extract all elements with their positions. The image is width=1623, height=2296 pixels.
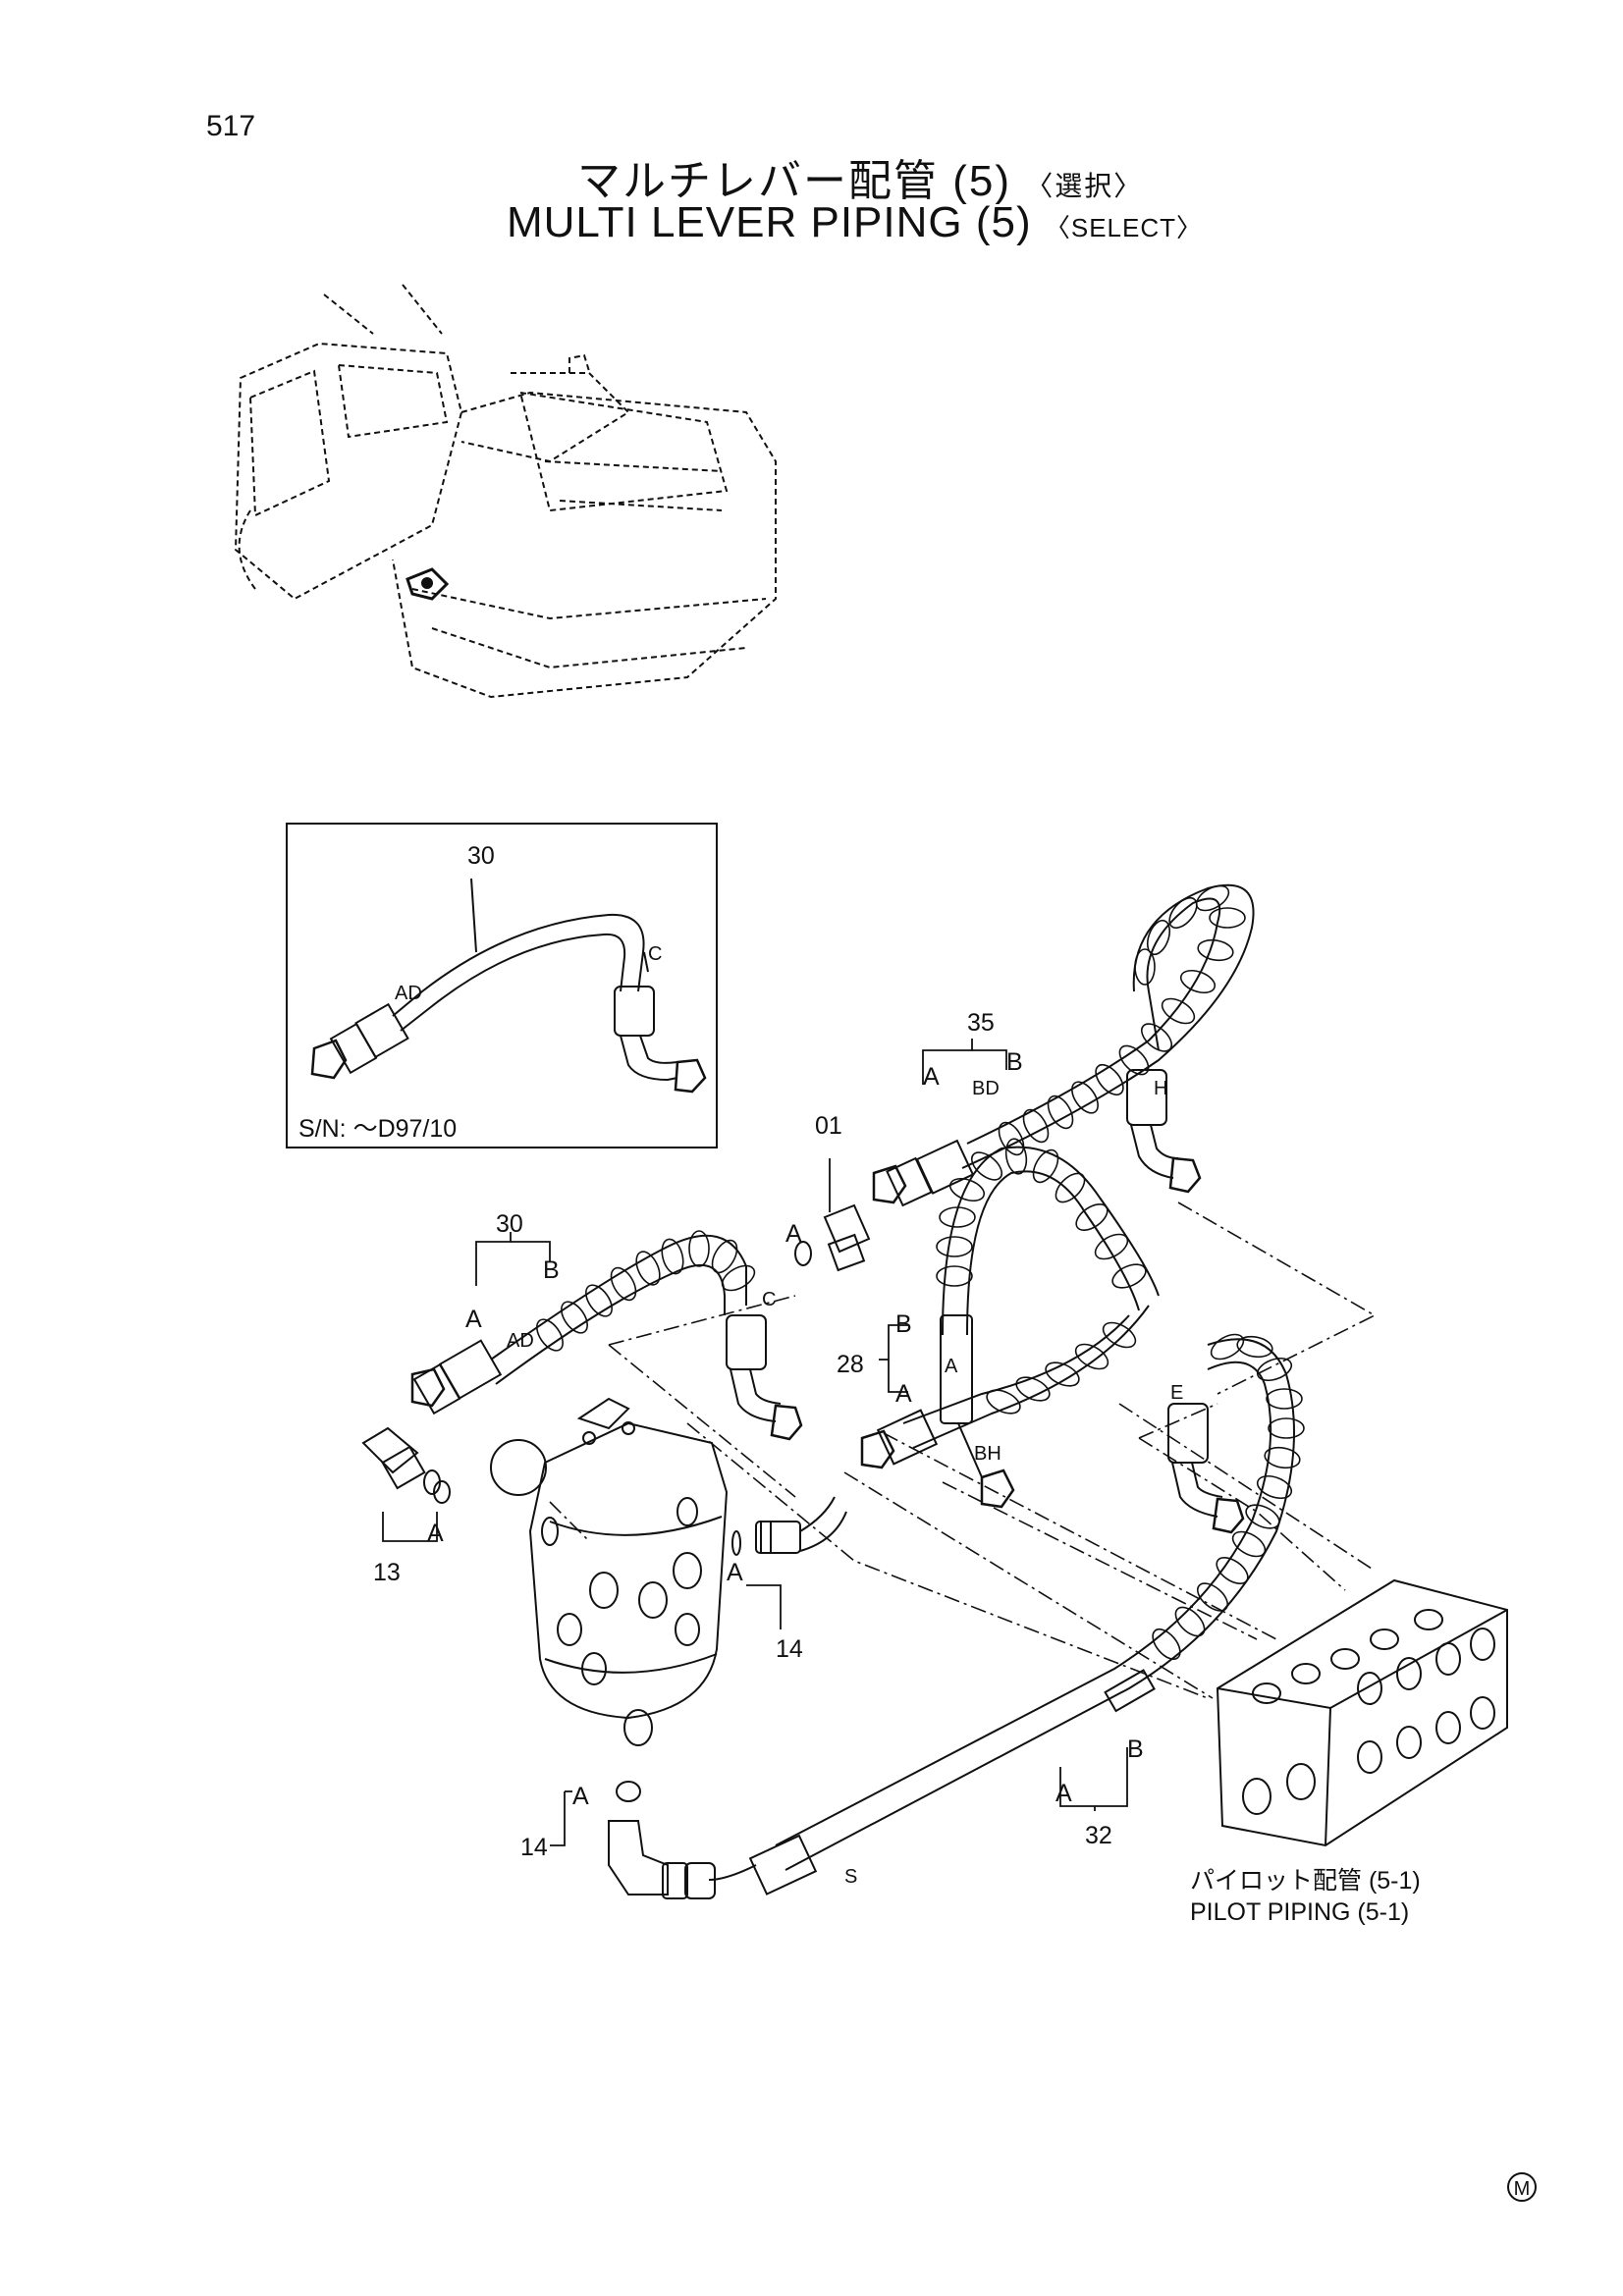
- title-japanese: マルチレバー配管 (5) 〈選択〉: [577, 145, 1143, 208]
- label-28-b: B: [895, 1310, 912, 1338]
- inset-end-ad: AD: [395, 983, 422, 1004]
- label-01-a: A: [785, 1220, 802, 1248]
- pilot-piping-reference: パイロット配管 (5-1) PILOT PIPING (5-1): [1190, 1865, 1421, 1928]
- end-s: S: [844, 1866, 857, 1888]
- hose-32: [684, 1333, 1305, 1899]
- end-c: C: [762, 1289, 776, 1310]
- location-marker-icon: [406, 567, 450, 601]
- title-english: MULTI LEVER PIPING (5) 〈SELECT〉: [507, 198, 1203, 247]
- diagram-labels: 30 AD C S/N: ～D97/10 35 B A BD H 01 A 30…: [298, 842, 1183, 1888]
- label-30-a: A: [465, 1306, 482, 1333]
- control-valve-block: [1216, 1578, 1508, 1847]
- o-ring-13: [433, 1480, 451, 1504]
- title-en-sub: 〈SELECT〉: [1044, 213, 1204, 242]
- label-14b-a: A: [572, 1783, 589, 1810]
- hose-35: [872, 883, 1255, 1207]
- fitting-14-right: [755, 1496, 847, 1554]
- callout-01: 01: [815, 1112, 842, 1140]
- inset-old-hose-detail: [286, 823, 718, 1148]
- o-ring-14-bottom: [616, 1781, 641, 1802]
- inset-end-c: C: [648, 943, 662, 965]
- fitting-13: [361, 1426, 441, 1495]
- title-en-main: MULTI LEVER PIPING (5): [507, 198, 1032, 246]
- callout-35: 35: [967, 1009, 995, 1037]
- o-ring-14-right: [731, 1530, 741, 1556]
- label-28-a: A: [895, 1380, 912, 1408]
- end-a-small: A: [945, 1356, 958, 1377]
- end-ad: AD: [507, 1330, 534, 1352]
- manual-mark: M: [1507, 2172, 1537, 2202]
- routing-leader-lines: [549, 1201, 1377, 1699]
- label-35-a: A: [923, 1063, 940, 1091]
- callout-30: 30: [496, 1210, 523, 1238]
- excavator-overview-illustration: [234, 284, 777, 699]
- ref-note-jp: パイロット配管 (5-1): [1190, 1867, 1421, 1895]
- label-32-a: A: [1055, 1780, 1072, 1807]
- label-35-b: B: [1006, 1048, 1023, 1076]
- end-bh: BH: [974, 1443, 1001, 1465]
- callout-14-right: 14: [776, 1635, 803, 1663]
- callout-14-bottom: 14: [520, 1834, 548, 1861]
- hose-30-corrugation: [536, 1230, 756, 1352]
- label-13-a: A: [427, 1520, 444, 1547]
- fitting-01: [823, 1203, 871, 1272]
- hose-30: [410, 1230, 803, 1441]
- hose-32-corrugation: [1152, 1333, 1305, 1661]
- label-32-b: B: [1127, 1735, 1144, 1763]
- pilot-valve-body: [490, 1397, 729, 1746]
- end-e: E: [1170, 1382, 1183, 1404]
- inset-serial-note: S/N: ～D97/10: [298, 1115, 457, 1143]
- hose-35-corrugation: [998, 884, 1246, 1156]
- callout-13: 13: [373, 1559, 401, 1586]
- ref-note-en: PILOT PIPING (5-1): [1190, 1898, 1410, 1926]
- title-jp-sub: 〈選択〉: [1025, 171, 1144, 201]
- label-14r-a: A: [727, 1559, 743, 1586]
- manual-mark-letter: M: [1514, 2178, 1531, 2200]
- end-h: H: [1154, 1078, 1167, 1099]
- page-number: 517: [206, 110, 256, 142]
- hose-28: [860, 1138, 1160, 1509]
- title-jp-main: マルチレバー配管 (5): [577, 157, 1011, 205]
- o-ring-01: [794, 1241, 812, 1266]
- callout-brackets: [382, 1039, 1128, 1846]
- hose-28-corrugation: [936, 1138, 1147, 1415]
- callout-28: 28: [837, 1351, 864, 1378]
- callout-32: 32: [1085, 1822, 1112, 1849]
- end-bd: BD: [972, 1078, 1000, 1099]
- inset-part-label: 30: [467, 842, 495, 870]
- label-30-b: B: [543, 1256, 560, 1284]
- fitting-14-bottom: [608, 1820, 688, 1899]
